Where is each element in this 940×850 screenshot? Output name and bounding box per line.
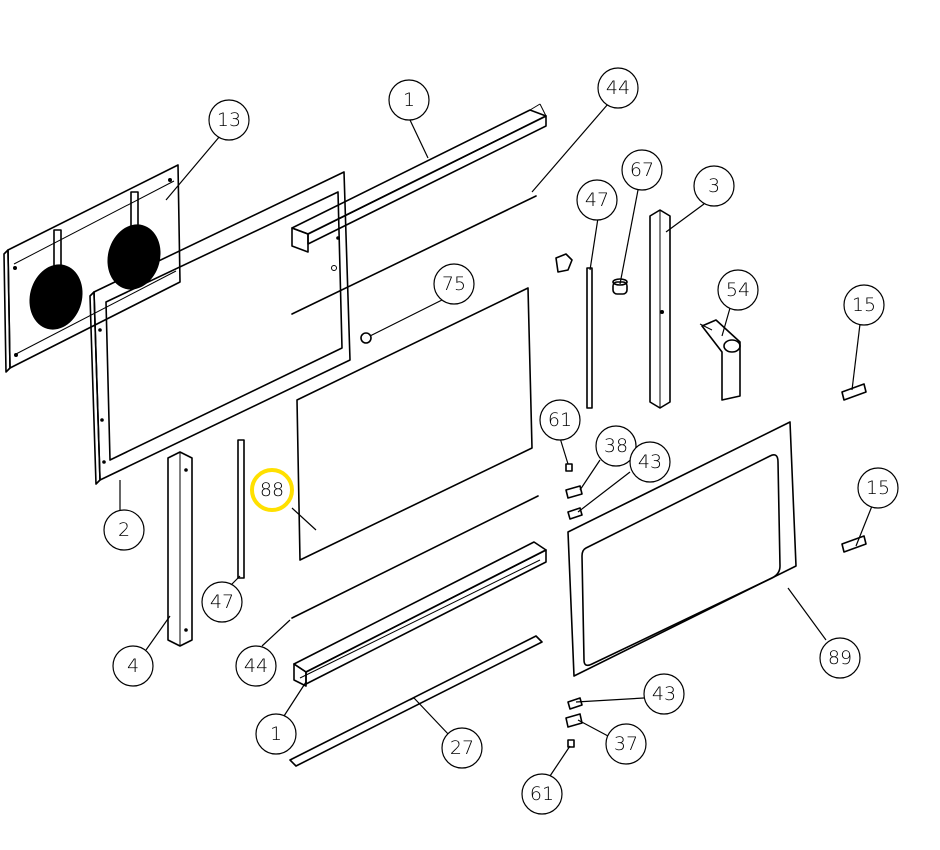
- callout-label: 3: [708, 175, 720, 197]
- callout-15-top: 15: [843, 284, 885, 326]
- callout-75: 75: [433, 263, 475, 305]
- part-38-clip: [565, 485, 583, 499]
- part-43-top-clip: [567, 507, 583, 520]
- callout-label: 54: [726, 279, 750, 301]
- callout-label: 13: [217, 109, 241, 131]
- leader-lines: [119, 103, 873, 777]
- callout-label: 1: [270, 723, 282, 745]
- callout-1-bottom: 1: [255, 713, 297, 755]
- callout-61-bottom: 61: [521, 773, 563, 815]
- callout-label: 61: [530, 783, 554, 805]
- part-27-flat-bar: [289, 635, 543, 767]
- callout-4: 4: [112, 645, 154, 687]
- callout-47-left: 47: [201, 581, 243, 623]
- callout-54: 54: [717, 269, 759, 311]
- part-1-bottom-rail: [293, 541, 547, 687]
- callout-label: 61: [548, 409, 572, 431]
- part-47-right-seal: [586, 267, 593, 409]
- part-88-glass-panel: [296, 287, 533, 561]
- callout-label: 47: [585, 189, 609, 211]
- callout-44-bottom: 44: [235, 645, 277, 687]
- callout-43-top: 43: [629, 441, 671, 483]
- callout-label: 4: [127, 655, 139, 677]
- part-4-vertical-post: [167, 451, 193, 647]
- callout-label: 89: [828, 647, 852, 669]
- callout-1-top: 1: [388, 79, 430, 121]
- callout-13: 13: [208, 99, 250, 141]
- callout-47-right: 47: [576, 179, 618, 221]
- callout-label: 67: [630, 159, 654, 181]
- callout-label: 15: [866, 477, 890, 499]
- part-89-outer-glass: [567, 421, 797, 677]
- callout-label: 75: [442, 273, 466, 295]
- callout-38: 38: [595, 425, 637, 467]
- callout-27: 27: [441, 727, 483, 769]
- part-44-top-gasket: [291, 195, 537, 315]
- callout-15-bottom: 15: [857, 467, 899, 509]
- part-2-door-frame: [89, 171, 351, 485]
- callout-label: 38: [604, 435, 628, 457]
- callout-67: 67: [621, 149, 663, 191]
- part-3-vertical-post: [649, 209, 671, 409]
- callout-label: 1: [403, 89, 415, 111]
- part-44-bottom-gasket: [291, 495, 539, 619]
- part-hinge-bracket: [555, 253, 573, 273]
- callout-61-top: 61: [539, 399, 581, 441]
- callout-label: 27: [450, 737, 474, 759]
- callout-label: 37: [614, 733, 638, 755]
- callout-label: 88: [260, 479, 284, 501]
- part-75-bush: [360, 332, 372, 344]
- callout-88-highlighted: 88: [250, 468, 294, 512]
- part-54-handle: [699, 319, 741, 401]
- callout-89: 89: [819, 637, 861, 679]
- callout-2: 2: [103, 509, 145, 551]
- callout-label: 44: [244, 655, 268, 677]
- part-15-bottom-clip: [841, 535, 867, 553]
- callout-43-bottom: 43: [643, 673, 685, 715]
- part-61-bottom-clip: [567, 739, 575, 748]
- part-47-left-seal: [237, 439, 245, 579]
- part-37-clip: [565, 713, 583, 728]
- callout-label: 2: [118, 519, 130, 541]
- part-1-top-rail: [291, 103, 547, 253]
- callout-37: 37: [605, 723, 647, 765]
- callout-label: 44: [606, 77, 630, 99]
- callout-3: 3: [693, 165, 735, 207]
- part-15-top-clip: [841, 383, 867, 401]
- callout-label: 15: [852, 294, 876, 316]
- callout-label: 43: [638, 451, 662, 473]
- callout-label: 47: [210, 591, 234, 613]
- part-61-top-clip: [565, 463, 573, 472]
- callout-label: 43: [652, 683, 676, 705]
- part-43-bottom-clip: [567, 697, 583, 710]
- part-13-fan-panel: [3, 164, 181, 373]
- callout-44-top: 44: [597, 67, 639, 109]
